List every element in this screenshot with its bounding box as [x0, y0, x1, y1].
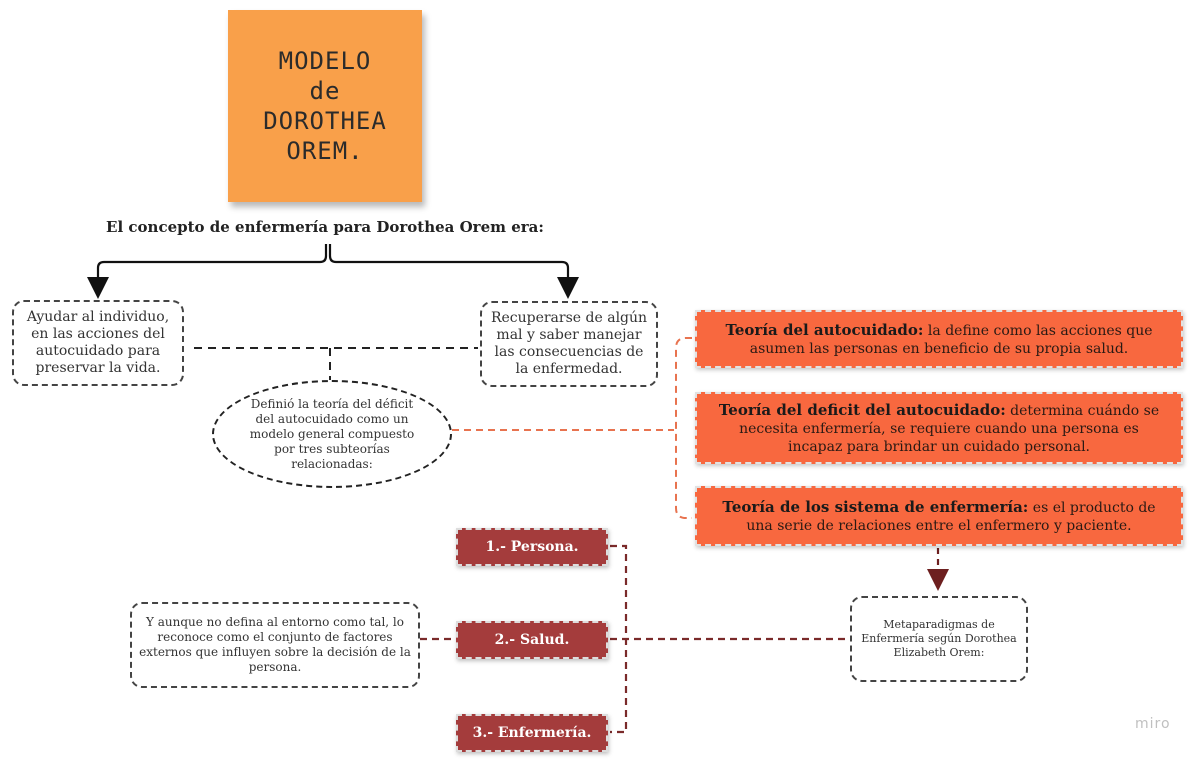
help-individual-text: Ayudar al individuo, en las acciones del…	[26, 309, 170, 376]
metaparadigms-box[interactable]: Metaparadigmas de Enfermería según Dorot…	[850, 596, 1028, 682]
environment-text: Y aunque no defina al entorno como tal, …	[139, 615, 411, 674]
title-line-4: OREM.	[286, 137, 364, 165]
metaparadigm-person[interactable]: 1.- Persona.	[456, 528, 608, 566]
theory-self-care-text: la define como las acciones que asumen l…	[749, 322, 1153, 357]
environment-box[interactable]: Y aunque no defina al entorno como tal, …	[130, 602, 420, 688]
deficit-theory-ellipse[interactable]: Definió la teoría del déficit del autocu…	[212, 380, 452, 488]
deficit-theory-text: Definió la teoría del déficit del autocu…	[249, 396, 415, 471]
title-line-1: MODELO	[278, 47, 372, 75]
boxes-to-ellipse-connector	[194, 347, 478, 380]
theory-self-care-content: Teoría del autocuidado: la define como l…	[711, 321, 1167, 358]
brace-connector	[87, 244, 579, 299]
metaparadigm-nursing[interactable]: 3.- Enfermería.	[456, 714, 608, 752]
theory-deficit-text: determina cuándo se necesita enfermería,…	[739, 402, 1160, 455]
metaparadigm-nursing-label: Enfermería.	[497, 725, 592, 741]
metaparadigms-text: Metaparadigmas de Enfermería según Dorot…	[861, 618, 1017, 659]
metaparadigm-health-label: Salud.	[519, 632, 570, 648]
title-sticky-note[interactable]: MODELO de DOROTHEA OREM.	[228, 10, 422, 202]
theory-nursing-systems-content: Teoría de los sistema de enfermería: es …	[711, 498, 1167, 535]
metaparadigm-nursing-number: 3.-	[472, 725, 494, 741]
miro-watermark: miro	[1135, 716, 1171, 732]
concept-heading[interactable]: El concepto de enfermería para Dorothea …	[106, 218, 544, 236]
theory-deficit-content: Teoría del deficit del autocuidado: dete…	[711, 401, 1167, 456]
theory-self-care-box[interactable]: Teoría del autocuidado: la define como l…	[695, 310, 1183, 368]
metaparadigm-bracket-connector	[420, 544, 848, 734]
theory-self-care-title: Teoría del autocuidado:	[725, 320, 924, 339]
title-line-2: de	[309, 77, 341, 105]
title-line-3: DOROTHEA	[263, 107, 387, 135]
metaparadigm-person-label: Persona.	[510, 539, 579, 555]
metaparadigm-person-number: 1.-	[485, 539, 506, 555]
theory-nursing-systems-box[interactable]: Teoría de los sistema de enfermería: es …	[695, 486, 1183, 546]
theory-deficit-box[interactable]: Teoría del deficit del autocuidado: dete…	[695, 392, 1183, 464]
theory-deficit-title: Teoría del deficit del autocuidado:	[718, 400, 1006, 419]
theory-nursing-systems-title: Teoría de los sistema de enfermería:	[722, 497, 1029, 516]
theory-nursing-systems-text: es el producto de una serie de relacione…	[746, 499, 1156, 534]
recover-illness-text: Recuperarse de algún mal y saber manejar…	[490, 310, 648, 377]
recover-illness-box[interactable]: Recuperarse de algún mal y saber manejar…	[480, 301, 658, 387]
metaparadigm-health[interactable]: 2.- Salud.	[456, 621, 608, 659]
help-individual-box[interactable]: Ayudar al individuo, en las acciones del…	[12, 300, 184, 386]
ellipse-to-theories-connector	[452, 337, 692, 519]
metaparadigm-health-number: 2.-	[494, 632, 516, 648]
